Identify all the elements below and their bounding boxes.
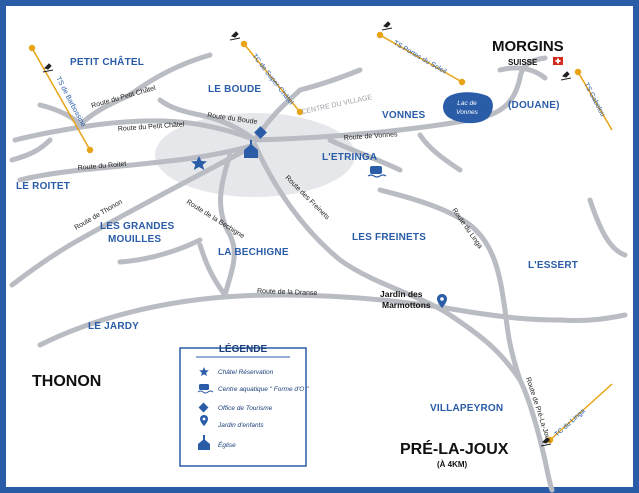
- legend-label: Office de Tourisme: [218, 405, 273, 412]
- lift-linga-line[interactable]: [549, 383, 613, 441]
- lake-vonnes: [443, 92, 493, 124]
- area-villapeyron: VILLAPEYRON: [430, 403, 503, 414]
- road-freinets[interactable]: [252, 142, 523, 383]
- lift-barbossine-line[interactable]: [31, 47, 91, 151]
- road-bechigne-south[interactable]: [197, 242, 228, 298]
- area-le-boude: LE BOUDE: [208, 84, 261, 95]
- legend-title: LÉGENDE: [219, 342, 268, 355]
- road-label-petit-chatel-2: Route du Petit Châtel: [118, 121, 185, 133]
- road-east-spur[interactable]: [417, 132, 463, 173]
- road-thonon[interactable]: [9, 142, 258, 288]
- town-pre-la-joux: PRÉ-LA-JOUX: [400, 439, 509, 458]
- road-label-roitet: Route du Roitet: [78, 161, 127, 172]
- area-l-essert: L'ESSERT: [528, 260, 578, 271]
- area-la-bechigne: LA BECHIGNE: [218, 247, 289, 258]
- area-le-jardy: LE JARDY: [88, 321, 139, 332]
- road-linga[interactable]: [377, 187, 523, 383]
- skier-icon: [229, 31, 241, 41]
- town-pre-la-joux-distance: (À 4KM): [437, 460, 468, 469]
- road-north-2[interactable]: [297, 67, 363, 93]
- lift-super-chatel-top: [240, 40, 248, 48]
- legend-tourism-office-icon: [198, 402, 209, 413]
- road-petit-chatel[interactable]: [12, 118, 258, 143]
- town-thonon: THONON: [32, 373, 101, 390]
- road-etringa[interactable]: [327, 137, 403, 173]
- area-mouilles: MOUILLES: [108, 234, 161, 245]
- legend-church-icon: [198, 435, 210, 450]
- area-le-roitet: LE ROITET: [16, 181, 70, 192]
- skier-icon: [42, 63, 54, 73]
- ski-lifts: [28, 31, 613, 444]
- lift-gabelou-top: [574, 68, 582, 76]
- lift-barbossine-top: [28, 44, 36, 52]
- area-vonnes: VONNES: [382, 110, 426, 121]
- skier-icon: [560, 71, 572, 81]
- town-morgins: MORGINS: [492, 38, 564, 55]
- road-mouilles[interactable]: [117, 237, 203, 265]
- road-west-loop[interactable]: [37, 102, 83, 128]
- road-morgins[interactable]: [497, 65, 548, 81]
- road-boude[interactable]: [157, 97, 258, 143]
- church-icon[interactable]: [244, 140, 258, 158]
- road-label-dranse: Route de la Dranse: [257, 288, 318, 297]
- legend-pool-icon: [197, 384, 214, 394]
- poi-markers: [191, 126, 447, 308]
- road-petit-chatel-upper[interactable]: [127, 52, 213, 98]
- lake-label-line1: Lac de: [457, 100, 477, 107]
- garden-label-line2: Marmottons: [382, 300, 431, 310]
- garden-label-line1: Jardin des: [380, 289, 423, 299]
- lake-label-line2: Vonnes: [456, 109, 479, 116]
- legend-label: Jardin d'enfants: [217, 422, 264, 429]
- legend-map-pin-icon: [200, 415, 208, 426]
- skier-icon: [540, 437, 552, 447]
- lift-portes-du-soleil-line[interactable]: [379, 34, 463, 83]
- legend-label: Centre aquatique " Forme d'O ": [218, 386, 309, 393]
- road-petit-chatel-link[interactable]: [77, 92, 133, 128]
- lift-super-chatel-line[interactable]: [243, 43, 301, 113]
- legend: LÉGENDE Châtel Réservation Centre aquati…: [179, 342, 309, 467]
- legend-label: Église: [218, 440, 236, 449]
- town-suisse: SUISSE: [508, 58, 538, 67]
- area-les-grandes: LES GRANDES: [100, 221, 175, 232]
- skier-icons: [42, 21, 572, 447]
- star-icon[interactable]: [191, 156, 207, 170]
- road-dranse[interactable]: [37, 292, 628, 348]
- road-pre-la-joux[interactable]: [517, 377, 555, 493]
- map-pin-icon[interactable]: [437, 294, 447, 308]
- area-l-etringa: L'ETRINGA: [322, 152, 377, 163]
- skier-icon: [381, 21, 393, 31]
- road-bechigne[interactable]: [218, 152, 237, 298]
- lift-portes-top: [376, 31, 384, 39]
- road-west-short[interactable]: [9, 137, 53, 163]
- road-label-vonnes: Route de Vonnes: [344, 131, 399, 142]
- area-douane: (DOUANE): [508, 100, 560, 111]
- pool-icon[interactable]: [367, 166, 387, 178]
- lift-barbossine-bottom: [86, 146, 94, 154]
- road-roitet[interactable]: [17, 142, 258, 183]
- area-les-freinets: LES FREINETS: [352, 232, 426, 243]
- lift-portes-bottom: [458, 78, 466, 86]
- tourism-office-icon[interactable]: [254, 126, 267, 139]
- legend-label: Châtel Réservation: [218, 369, 274, 376]
- lift-super-chatel-bottom: [296, 108, 304, 116]
- lift-gabelou-line[interactable]: [577, 71, 613, 131]
- area-petit-chatel: PETIT CHÂTEL: [70, 55, 144, 68]
- legend-star-icon: [199, 367, 209, 376]
- road-essert[interactable]: [587, 197, 628, 258]
